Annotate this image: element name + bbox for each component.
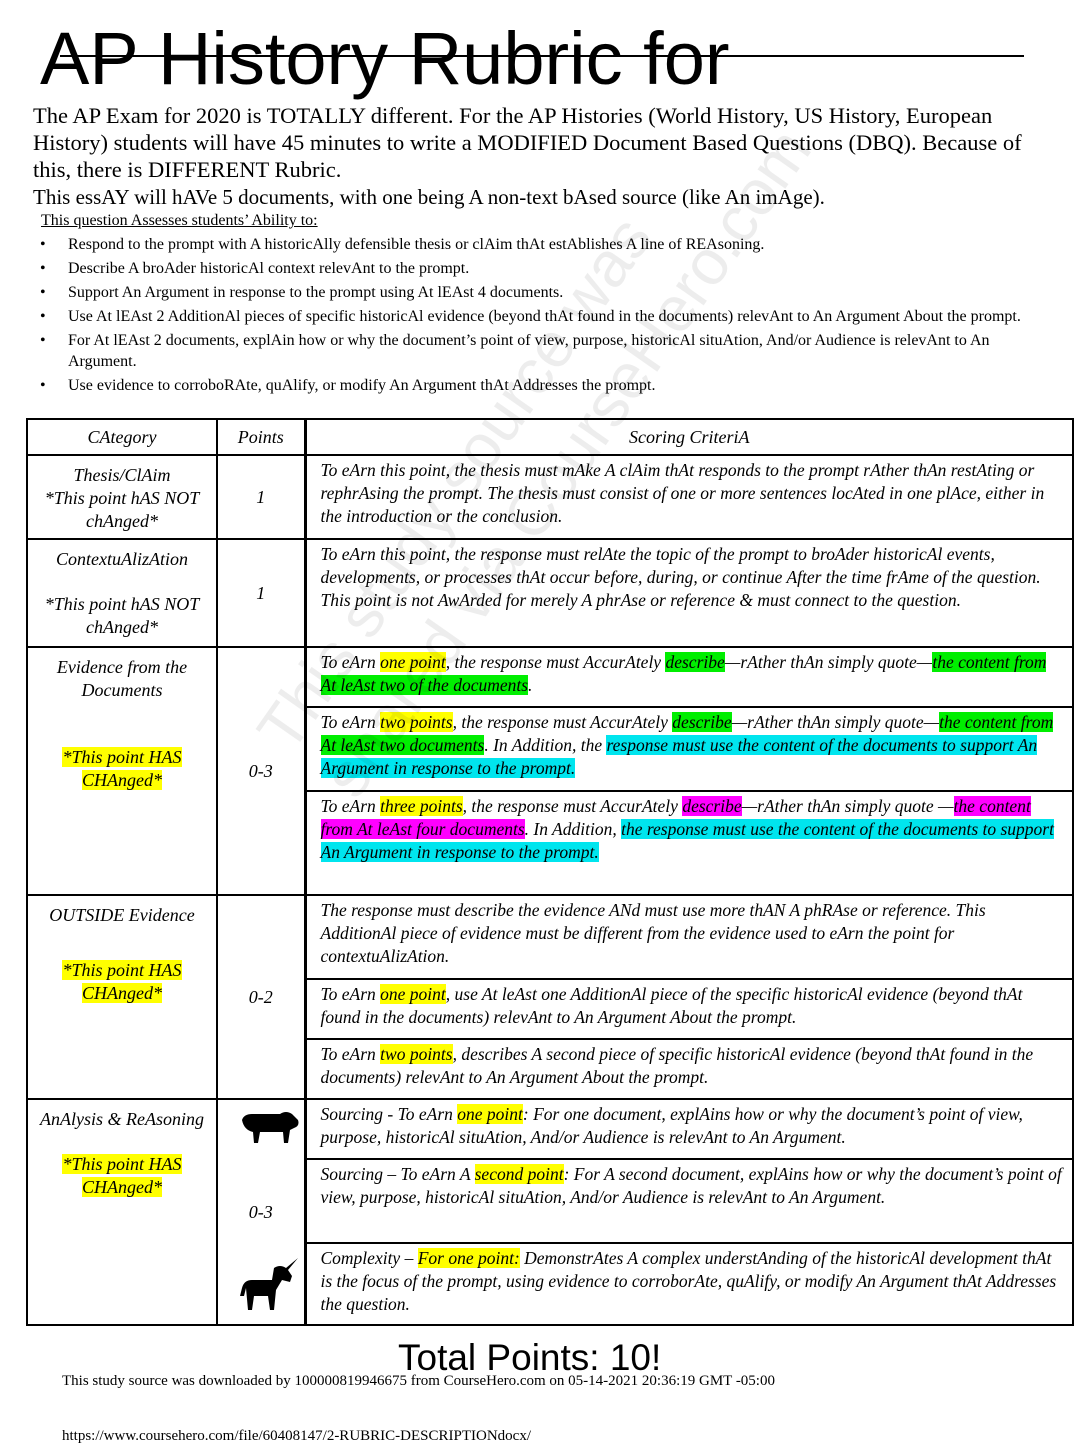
- points-value: 1: [216, 454, 306, 540]
- skills-list: Respond to the prompt with A historicAll…: [40, 234, 1040, 399]
- table-row: Complexity – For one point: DemonstrAtes…: [27, 1242, 1074, 1326]
- table-row: To eArn two points, describes A second p…: [27, 1038, 1074, 1100]
- outside-criteria-3: To eArn two points, describes A second p…: [303, 1038, 1074, 1100]
- header-criteria: Scoring CriteriA: [303, 418, 1074, 456]
- category-label: OUTSIDE Evidence: [49, 905, 195, 925]
- outside-criteria-1: The response must describe the evidence …: [303, 894, 1074, 980]
- intro-paragraph: The AP Exam for 2020 is TOTALLY differen…: [33, 103, 1022, 182]
- analysis-criteria-1: Sourcing - To eArn one point: For one do…: [303, 1098, 1074, 1160]
- list-item: Describe A broAder historicAl context re…: [40, 258, 1040, 279]
- table-row: Thesis/ClAim *This point hAS NOT chAnged…: [26, 454, 1074, 540]
- table-row: OUTSIDE Evidence *This point HAS CHAnged…: [26, 894, 1074, 1100]
- rubric-table: CAtegory Points Scoring CriteriA Thesis/…: [26, 418, 1074, 1326]
- table-header-row: CAtegory Points Scoring CriteriA: [26, 418, 1074, 456]
- evidence-category: Evidence from the Documents *This point …: [26, 646, 218, 896]
- list-item: Respond to the prompt with A historicAll…: [40, 234, 1040, 255]
- category-note: *This point HAS CHAnged*: [62, 747, 182, 790]
- table-row: Sourcing – To eArn A second point: For A…: [27, 1158, 1074, 1244]
- source-url[interactable]: https://www.coursehero.com/file/60408147…: [62, 1428, 531, 1444]
- title-strike-line: [60, 55, 1024, 57]
- evidence-criteria-1: To eArn one point, the response must Acc…: [303, 646, 1074, 708]
- evidence-criteria-2: To eArn two points, the response must Ac…: [303, 706, 1074, 792]
- category-label: Evidence from the Documents: [56, 657, 188, 700]
- table-row: To eArn two points, the response must Ac…: [27, 706, 1074, 792]
- header-points: Points: [216, 418, 306, 456]
- category-note: *This point hAS NOT chAnged*: [44, 488, 200, 531]
- category-note: *This point hAS NOT chAnged*: [44, 594, 200, 637]
- outside-criteria-2: To eArn one point, use At leAst one Addi…: [303, 978, 1074, 1040]
- table-row: Evidence from the Documents *This point …: [26, 646, 1074, 896]
- intro-documents-note: This essAY will hAVe 5 documents, with o…: [33, 185, 825, 209]
- list-item: Use At lEAst 2 AdditionAl pieces of spec…: [40, 306, 1040, 327]
- context-criteria: To eArn this point, the response must re…: [303, 538, 1074, 648]
- outside-category: OUTSIDE Evidence *This point HAS CHAnged…: [26, 894, 218, 1100]
- context-category: ContextuAlizAtion *This point hAS NOT ch…: [26, 538, 218, 648]
- table-row: To eArn three points, the response must …: [27, 790, 1074, 896]
- list-item: Use evidence to corroboRAte, quAlify, or…: [40, 375, 1040, 396]
- analysis-criteria-3: Complexity – For one point: DemonstrAtes…: [303, 1242, 1074, 1326]
- points-value: 0-2: [216, 894, 306, 1100]
- category-label: ContextuAlizAtion: [56, 549, 188, 569]
- evidence-criteria-3: To eArn three points, the response must …: [303, 790, 1074, 896]
- page-title: AP History Rubric for: [40, 17, 730, 100]
- category-note: *This point HAS CHAnged*: [62, 1154, 182, 1197]
- buffalo-icon: [242, 1112, 299, 1143]
- table-row: To eArn one point, use At leAst one Addi…: [27, 978, 1074, 1040]
- thesis-category: Thesis/ClAim *This point hAS NOT chAnged…: [26, 454, 218, 540]
- unicorn-icon: [240, 1258, 298, 1310]
- points-value: 1: [216, 538, 306, 648]
- total-points: Total Points: 10!: [398, 1337, 662, 1378]
- list-item: For At lEAst 2 documents, explAin how or…: [40, 330, 1040, 372]
- thesis-criteria: To eArn this point, the thesis must mAke…: [303, 454, 1074, 540]
- list-item: Support An Argument in response to the p…: [40, 282, 1040, 303]
- category-note: *This point HAS CHAnged*: [62, 960, 182, 1003]
- table-row: AnAlysis & ReAsoning *This point HAS CHA…: [26, 1098, 1074, 1326]
- assesses-heading: This question Assesses students’ Ability…: [41, 212, 318, 229]
- download-footer: This study source was downloaded by 1000…: [62, 1373, 775, 1389]
- points-value: 0-3: [216, 646, 306, 896]
- analysis-criteria-2: Sourcing – To eArn A second point: For A…: [303, 1158, 1074, 1244]
- category-label: AnAlysis & ReAsoning: [40, 1109, 204, 1129]
- header-category: CAtegory: [26, 418, 218, 456]
- table-row: ContextuAlizAtion *This point hAS NOT ch…: [26, 538, 1074, 648]
- analysis-category: AnAlysis & ReAsoning *This point HAS CHA…: [26, 1098, 218, 1326]
- category-label: Thesis/ClAim: [73, 465, 171, 485]
